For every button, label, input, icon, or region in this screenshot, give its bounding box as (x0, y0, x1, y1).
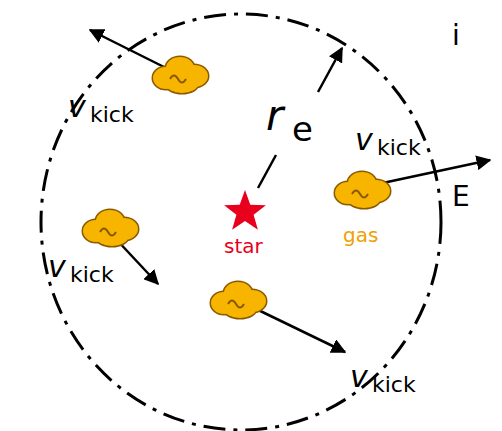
gas-label: gas (343, 225, 378, 245)
star-symbol (224, 190, 266, 230)
velocity-symbol: v (355, 125, 373, 155)
velocity-subscript: kick (377, 137, 421, 159)
radius-boundary (41, 14, 441, 430)
kick-arrow (250, 306, 345, 352)
velocity-subscript: kick (70, 264, 114, 286)
velocity-subscript: kick (372, 374, 416, 396)
velocity-symbol: v (68, 92, 86, 122)
velocity-subscript: kick (90, 104, 134, 126)
kick-arrow (378, 160, 490, 184)
velocity-symbol: v (48, 252, 66, 282)
slide-text: E (452, 183, 470, 211)
radius-line (258, 155, 276, 188)
gas-cloud (335, 172, 390, 208)
gas-cloud (153, 57, 208, 93)
star-label: star (224, 236, 263, 256)
velocity-symbol: v (350, 362, 368, 392)
radius-subscript: e (292, 112, 313, 146)
radius-arrow (318, 48, 342, 92)
radius-symbol: r (266, 95, 283, 137)
gas-cloud (211, 282, 266, 318)
gas-cloud (83, 210, 138, 246)
slide-text: i (452, 22, 460, 50)
kick-arrow (90, 30, 170, 70)
